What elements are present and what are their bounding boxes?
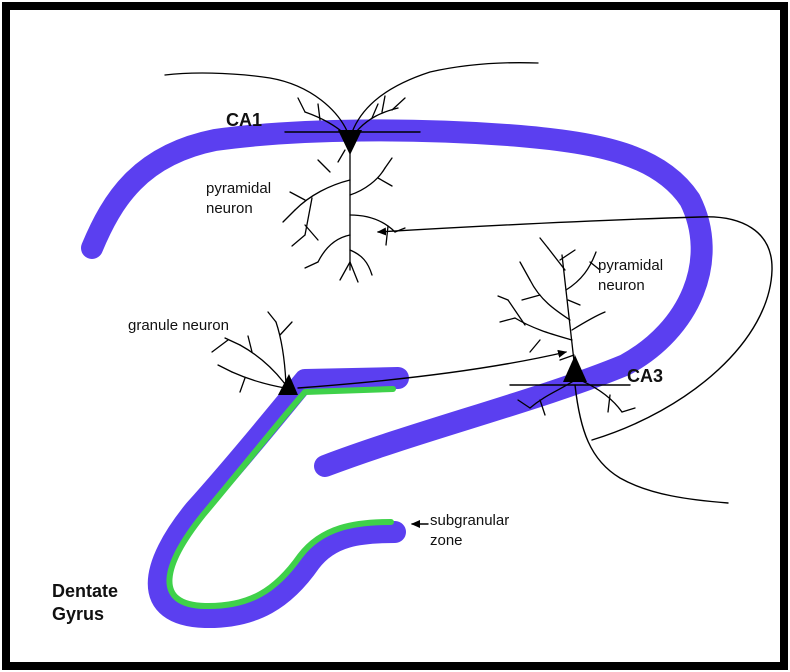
label-ca3-pyramidal-line2: neuron: [598, 277, 645, 294]
label-ca1-pyramidal-line1: pyramidal: [206, 180, 271, 197]
ca3-soma-triangle: [563, 355, 587, 382]
label-subgranular-line2: zone: [430, 532, 463, 549]
label-dentate-line1: Dentate: [52, 581, 118, 601]
label-ca3: CA3: [627, 366, 663, 386]
label-subgranular-line1: subgranular: [430, 512, 509, 529]
ammons-horn-cell-layer: [92, 130, 702, 466]
ca1-pyramidal-neuron: [165, 63, 538, 282]
label-ca3-pyramidal-line1: pyramidal: [598, 257, 663, 274]
label-granule-neuron: granule neuron: [128, 317, 229, 334]
label-dentate-line2: Gyrus: [52, 604, 104, 624]
label-ca1: CA1: [226, 110, 262, 130]
label-ca1-pyramidal-line2: neuron: [206, 200, 253, 217]
ca1-soma-triangle: [338, 130, 362, 155]
